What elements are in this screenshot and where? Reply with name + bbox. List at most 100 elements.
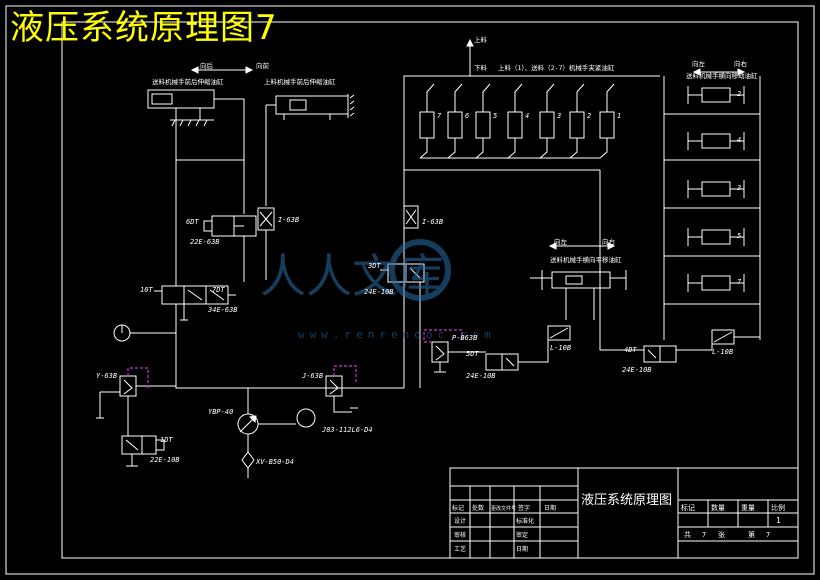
tb-col-weight: 重量 <box>741 504 755 512</box>
mid-cyl-right: 向右 <box>602 237 616 246</box>
label-34e-63b: 34E-63B <box>207 306 238 314</box>
page-title: 液压系统原理图7 <box>10 8 278 48</box>
label-24e-10b-b: 24E-10B <box>466 372 496 380</box>
right-num-d: 5 <box>737 232 741 240</box>
label-i63b-a: I-63B <box>278 216 299 224</box>
label-motor: J03-112L6-D4 <box>321 426 373 434</box>
tb-role2-date: 日期 <box>516 545 528 553</box>
cyl-right-label: 上料机械手前后伸缩油缸 <box>264 77 336 86</box>
tb-role-review: 审核 <box>454 531 466 539</box>
right-num-c: 3 <box>736 184 741 192</box>
label-unload: 下料 <box>474 63 488 72</box>
tb-scale-value: 1 <box>776 516 781 525</box>
valve-1dt <box>121 435 165 455</box>
clamp-num-4: 4 <box>525 112 529 120</box>
label-6dt: 6DT <box>186 218 199 226</box>
cyl-left-label: 送料机械手前后伸缩油缸 <box>152 77 224 86</box>
label-3dt: 3DT <box>367 262 381 270</box>
tb-total: 7 <box>702 531 706 539</box>
valve-5dt <box>485 353 519 371</box>
valve-p-b63b <box>431 341 449 363</box>
tb-total-label: 共 <box>684 530 691 539</box>
check-valve-i63b-b <box>403 205 419 229</box>
arrow-label-back: 向后 <box>200 61 214 70</box>
watermark-text: 人人文库 <box>260 249 444 303</box>
tb-row-count: 处数 <box>472 504 484 512</box>
label-5dt: 5DT <box>466 350 479 358</box>
inner-frame <box>61 21 799 559</box>
label-ybp40: YBP-40 <box>208 408 233 416</box>
tb-role-design: 设计 <box>454 517 466 525</box>
label-l10b-b: L-10B <box>712 348 733 356</box>
throttle-valve-l10b-a <box>547 325 571 341</box>
clamp-num-6: 6 <box>465 112 469 120</box>
outer-frame <box>5 5 815 575</box>
filter <box>241 451 255 469</box>
right-num-a: 2 <box>737 90 741 98</box>
mid-horizontal-cylinder <box>530 270 627 290</box>
valve-4dt <box>643 345 677 363</box>
right-num-e: 7 <box>737 278 742 286</box>
valve-j63b <box>325 375 343 397</box>
clamp-row-caption: 上料（1）、送料（2-7）机械手夹紧油缸 <box>498 63 615 72</box>
mid-cyl-caption: 送料机械手横向平移油缸 <box>550 255 622 264</box>
mid-cyl-left: 向左 <box>554 237 568 246</box>
label-22e-10b: 22E-10B <box>150 456 180 464</box>
clamp-num-2: 2 <box>587 112 591 120</box>
arrow-label-forward: 向前 <box>256 61 270 70</box>
right-cylinder-stack <box>663 76 761 340</box>
tb-role-process: 工艺 <box>454 545 466 553</box>
tb-role2-approve: 审定 <box>516 531 528 539</box>
check-valve-i63b-a <box>257 207 275 231</box>
watermark-url: www.renrendoc.com <box>298 328 496 341</box>
title-block <box>449 467 799 559</box>
valve-6dt <box>203 215 257 237</box>
label-24e-10b-a: 24E-10B <box>364 288 394 296</box>
label-filter: XV-B50-D4 <box>255 458 294 466</box>
relief-valve-y63b <box>119 375 137 397</box>
tb-row-sign: 签字 <box>518 504 530 512</box>
right-top-caption: 送料机械手横向移动油缸 <box>686 71 758 80</box>
pump-ybp40 <box>237 413 259 435</box>
tb-col-scale: 比例 <box>771 503 785 512</box>
tb-row-date: 日期 <box>544 504 556 512</box>
cylinder-load-right <box>275 94 355 120</box>
label-l10b-a: L-10B <box>550 344 571 352</box>
tb-unit: 张 <box>718 530 725 539</box>
tb-index-label: 第 <box>748 530 755 539</box>
pilot-lines <box>127 329 463 388</box>
clamp-num-3: 3 <box>556 112 561 120</box>
label-22e-63b: 22E-63B <box>190 238 220 246</box>
valve-34e-63b <box>154 285 236 305</box>
tb-role2-std: 标准化 <box>516 517 534 525</box>
clamp-num-7: 7 <box>437 112 442 120</box>
label-4dt: 4DT <box>624 346 637 354</box>
drawing-name: 液压系统原理图 <box>581 493 672 508</box>
right-top-right: 向右 <box>734 59 748 68</box>
tb-col-qty: 数量 <box>711 503 725 512</box>
label-p-b63b: P-B63B <box>452 334 477 342</box>
label-i63b-b: I-63B <box>422 218 443 226</box>
right-num-b: 4 <box>737 136 741 144</box>
pressure-gauge <box>113 324 131 342</box>
throttle-valve-l10b-b <box>711 329 735 345</box>
label-j63b: J-63B <box>301 372 323 380</box>
label-y63b: Y-63B <box>96 372 117 380</box>
motor <box>296 408 316 428</box>
tb-col-mark: 标记 <box>681 503 695 512</box>
label-1dt: 1DT <box>160 436 173 444</box>
tb-row-change: 更改文件号 <box>491 505 516 512</box>
watermark: 人人文库 www.renrendoc.com <box>260 239 496 341</box>
label-10t: 10T <box>140 286 153 294</box>
cylinder-feed-left <box>147 89 232 127</box>
tb-row-mark: 标记 <box>452 504 464 512</box>
label-7dt: 7DT <box>212 286 225 294</box>
clamp-num-5: 5 <box>493 112 497 120</box>
clamp-num-1: 1 <box>617 112 621 120</box>
right-top-left: 向左 <box>692 59 706 68</box>
label-load: 上料 <box>474 35 488 44</box>
tb-index: 7 <box>766 531 770 539</box>
clamp-cylinder-row <box>419 83 615 159</box>
label-24e-10b-c: 24E-10B <box>622 366 652 374</box>
